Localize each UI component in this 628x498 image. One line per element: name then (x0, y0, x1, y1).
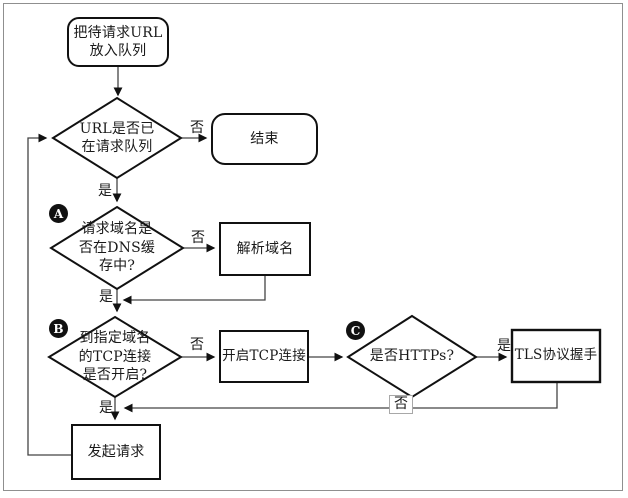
edge-label-tcp-yes: 是 (99, 400, 113, 416)
connector-lines (27, 66, 558, 456)
decision-tcp-open-shape (47, 315, 183, 399)
start-node: 把待请求URL 放入队列 (73, 24, 163, 59)
edge-label-dns-yes: 是 (99, 289, 113, 305)
edge-label-dns-no: 否 (191, 230, 205, 246)
decision-url-in-queue-shape (51, 96, 183, 180)
edge-label-https-no: 否 (389, 395, 413, 414)
resolve-domain-node: 解析域名 (236, 240, 294, 257)
edge-resolve-return (122, 275, 266, 305)
badge-a: A (49, 204, 68, 223)
end-node-shape (211, 113, 318, 165)
decision-tcp-open: 到指定域名 的TCP连接 是否开启? (78, 330, 152, 384)
request-node: 发起请求 (87, 443, 145, 460)
decision-dns-cache: 请求域名是 否在DNS缓 存中? (78, 221, 156, 275)
tls-handshake-node-shape (510, 328, 602, 384)
decision-dns-cache-shape (49, 205, 185, 291)
start-node-shape (67, 17, 169, 67)
badge-c: C (346, 321, 365, 340)
open-tcp-node: 开启TCP连接 (222, 347, 306, 364)
edge-label-d1-no: 否 (190, 120, 204, 136)
resolve-domain-node-shape (219, 222, 311, 276)
badge-b: B (49, 319, 68, 338)
edge-label-tcp-no: 否 (190, 337, 204, 353)
end-node: 结束 (250, 130, 279, 147)
request-node-shape (71, 424, 161, 480)
edge-label-d1-yes: 是 (98, 183, 112, 199)
edge-label-https-yes: 是 (497, 338, 511, 354)
tls-handshake-node: TLS协议握手 (514, 347, 598, 364)
edge-tls-return (123, 382, 558, 413)
decision-url-in-queue: URL是否已 在请求队列 (79, 120, 155, 155)
open-tcp-node-shape (219, 330, 309, 383)
decision-https: 是否HTTPs? (369, 348, 455, 365)
edge-request-loopback (27, 133, 72, 456)
